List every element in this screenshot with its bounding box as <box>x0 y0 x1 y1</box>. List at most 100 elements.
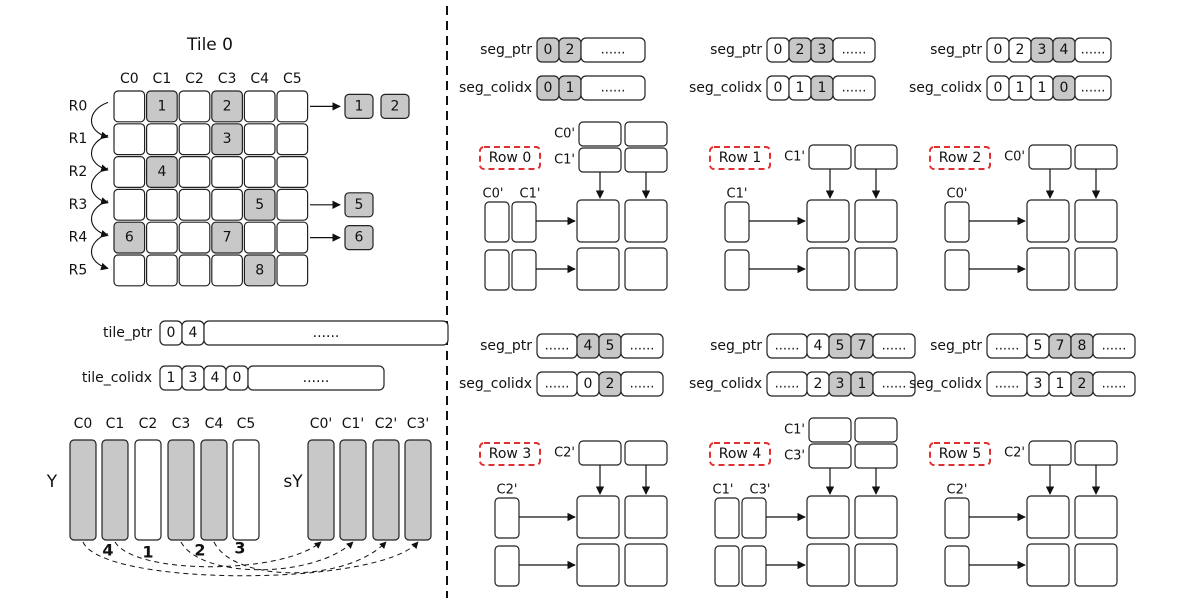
result-block <box>1074 247 1118 291</box>
output-value: 1 <box>355 98 364 114</box>
tile-col-label: C0 <box>120 71 139 87</box>
seg-ptr-value: 4 <box>584 338 593 354</box>
segment-row-label: C0' <box>554 127 575 142</box>
matrix-cell <box>178 123 211 156</box>
row-link-arrow <box>91 200 109 238</box>
output-cell <box>344 225 374 251</box>
result-block <box>1074 543 1118 587</box>
matrix-cell <box>178 156 211 189</box>
tile-ptr-value: 4 <box>189 325 198 341</box>
seg-colidx-value: 1 <box>1016 80 1025 96</box>
column-label: C1' <box>520 187 541 202</box>
matrix-cell <box>146 254 178 287</box>
column-block <box>714 545 740 587</box>
result-block <box>1026 495 1070 539</box>
sy-col-label: C3' <box>407 416 430 432</box>
segment-block <box>854 443 898 469</box>
seg-colidx-value: 1 <box>796 80 805 96</box>
result-block <box>1026 543 1070 587</box>
seg-colidx-value: 1 <box>1038 80 1047 96</box>
sy-col-label: C2' <box>375 416 398 432</box>
y-vector-bar <box>101 439 129 541</box>
result-block <box>854 495 898 539</box>
matrix-cell <box>113 123 146 156</box>
segment-block <box>854 417 898 443</box>
nonzero-cell <box>146 156 178 189</box>
seg-ptr-label: seg_ptr <box>710 42 762 58</box>
seg-ptr-value: 0 <box>994 42 1003 58</box>
column-label: C1' <box>727 187 748 202</box>
seg-ptr-value: 7 <box>1056 338 1065 354</box>
seg-ptr-value: 8 <box>1078 338 1087 354</box>
matrix-cell <box>276 90 309 123</box>
sy-col-label: C0' <box>310 416 333 432</box>
segment-block <box>808 144 852 170</box>
column-label: C0' <box>947 187 968 202</box>
tile-colidx-value: 3 <box>189 370 198 386</box>
row-link-arrow <box>91 167 109 205</box>
tile-col-label: C2 <box>185 71 204 87</box>
sy-vector-bar <box>372 439 400 541</box>
sy-col-label: C1' <box>342 416 365 432</box>
segment-block <box>624 440 668 466</box>
tile-colidx-ellipsis: ...... <box>303 370 330 386</box>
seg-ptr-label: seg_ptr <box>930 338 982 354</box>
column-block <box>511 249 537 291</box>
column-block <box>484 201 510 243</box>
seg-colidx-ellipsis: ...... <box>842 81 867 96</box>
matrix-cell <box>146 221 178 254</box>
seg-ptr-value: 2 <box>1016 42 1025 58</box>
seg-ptr-ellipsis: ...... <box>1102 339 1127 354</box>
nonzero-cell <box>211 123 244 156</box>
matrix-cell <box>243 156 276 189</box>
result-block <box>1026 199 1070 243</box>
tile-colidx-value: 1 <box>167 370 176 386</box>
tile-colidx-tail <box>247 365 385 391</box>
segment-row-label: C3' <box>784 449 805 464</box>
y-vector-bar <box>200 439 228 541</box>
tile-colidx-label: tile_colidx <box>82 370 152 386</box>
seg-ptr-value: 2 <box>566 42 575 58</box>
seg-colidx-value: 2 <box>1078 376 1087 392</box>
nonzero-cell <box>113 221 146 254</box>
seg-colidx-tail <box>1074 75 1112 101</box>
y-vector-bar <box>232 439 260 541</box>
seg-colidx-label: seg_colidx <box>459 80 532 96</box>
matrix-cell <box>211 254 244 287</box>
seg-colidx-value: 3 <box>1034 376 1043 392</box>
tile-ptr-tail <box>203 320 449 346</box>
order-label: 2 <box>194 541 205 560</box>
segment-row-label: C1' <box>784 150 805 165</box>
tile-row-label: R2 <box>69 164 88 180</box>
seg-colidx-label: seg_colidx <box>909 80 982 96</box>
matrix-cell <box>276 123 309 156</box>
seg-colidx-label: seg_colidx <box>459 376 532 392</box>
segment-block <box>578 147 622 173</box>
matrix-cell <box>178 90 211 123</box>
seg-ptr-label: seg_ptr <box>480 338 532 354</box>
segment-row-label: C2' <box>554 446 575 461</box>
row-label: Row 0 <box>489 150 531 166</box>
column-block <box>741 545 767 587</box>
mapping-arrow <box>82 541 419 577</box>
row-label: Row 3 <box>489 446 531 462</box>
seg-ptr-tail <box>620 333 664 359</box>
result-block <box>854 247 898 291</box>
seg-ptr-ellipsis: ...... <box>1081 43 1106 58</box>
mapping-arrow <box>213 541 387 574</box>
seg-colidx-ellipsis: ...... <box>882 377 907 392</box>
mapping-arrow <box>180 541 354 571</box>
result-block <box>576 199 620 243</box>
matrix-cell <box>146 188 178 221</box>
seg-ptr-ellipsis: ...... <box>995 339 1020 354</box>
seg-colidx-value: 1 <box>566 80 575 96</box>
segment-block <box>624 147 668 173</box>
y-vector-bar <box>167 439 195 541</box>
seg-colidx-label: seg_colidx <box>909 376 982 392</box>
row-label: Row 1 <box>719 150 761 166</box>
seg-ptr-value: 5 <box>1034 338 1043 354</box>
column-block <box>724 249 750 291</box>
output-cell <box>344 93 374 120</box>
segment-row-label: C0' <box>1004 150 1025 165</box>
